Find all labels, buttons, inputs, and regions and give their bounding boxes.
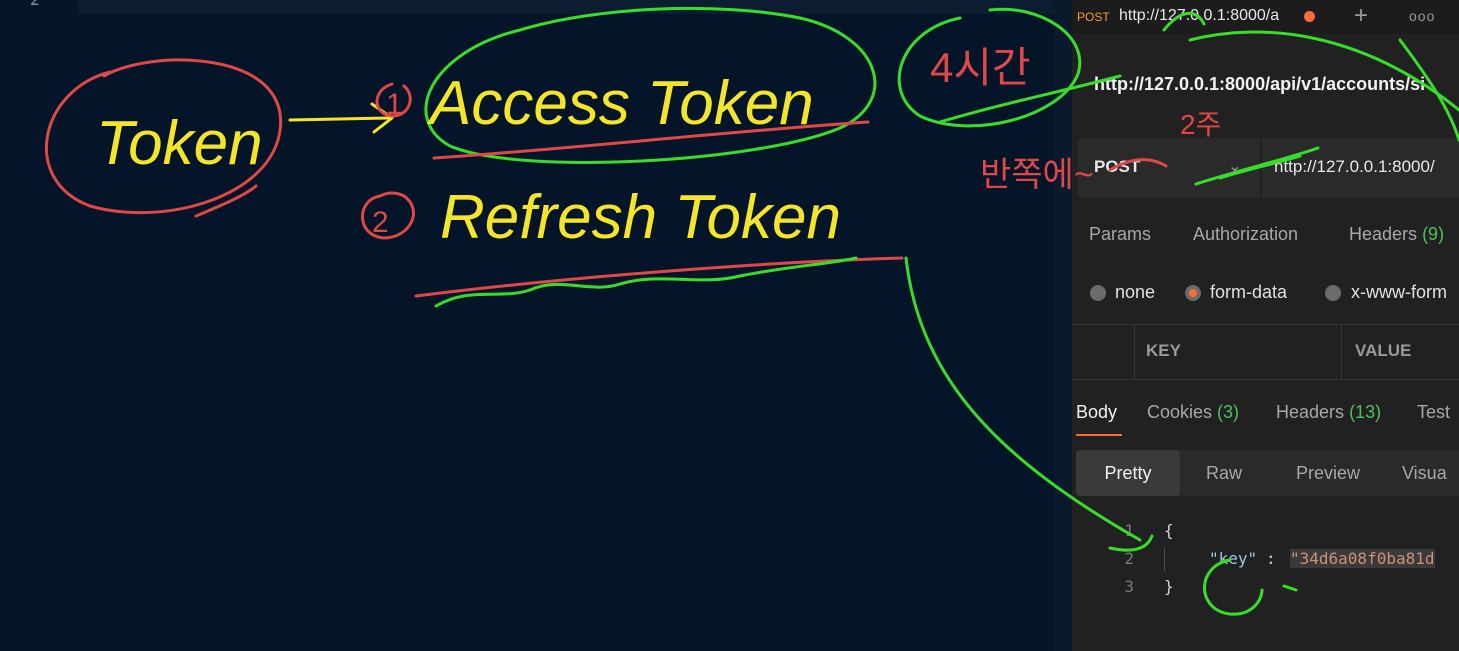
method-select[interactable]: POST	[1094, 157, 1141, 176]
unsaved-dot-icon	[1304, 11, 1315, 22]
view-preview-button[interactable]: Preview	[1295, 463, 1361, 483]
postman-panel: POST http://127.0.0.1:8000/a + ooo http:…	[1072, 0, 1459, 651]
request-tab[interactable]: POST http://127.0.0.1:8000/a	[1072, 0, 1317, 34]
json-close-brace: }	[1164, 577, 1174, 596]
tab-cookies-count: (3)	[1217, 402, 1240, 422]
radio-none-label[interactable]: none	[1115, 282, 1156, 302]
tab-method-badge: POST	[1077, 10, 1110, 24]
pane-divider[interactable]	[1054, 0, 1072, 651]
json-colon: :	[1266, 549, 1276, 568]
tab-headers-count: (9)	[1422, 224, 1445, 244]
url-separator	[1260, 138, 1262, 198]
active-tab-underline	[1076, 434, 1122, 436]
value-column-header: VALUE	[1355, 341, 1412, 360]
request-title[interactable]: http://127.0.0.1:8000/api/v1/accounts/si	[1094, 74, 1426, 94]
line-number: 1	[1124, 521, 1134, 540]
tab-params[interactable]: Params	[1089, 224, 1152, 244]
url-bar: POST ⌄ http://127.0.0.1:8000/	[1078, 138, 1459, 198]
json-open-brace: {	[1164, 521, 1174, 540]
tab-response-headers-count: (13)	[1349, 402, 1382, 422]
tab-authorization[interactable]: Authorization	[1193, 224, 1299, 244]
table-column-separator	[1134, 325, 1135, 379]
tab-body[interactable]: Body	[1076, 402, 1118, 422]
key-column-header: KEY	[1146, 341, 1181, 360]
tab-cookies-label: Cookies	[1147, 402, 1213, 422]
json-token-value[interactable]: "34d6a08f0ba81d	[1290, 549, 1435, 568]
radio-form-data[interactable]	[1185, 285, 1201, 301]
json-key: "key"	[1209, 549, 1258, 568]
tab-headers-label: Headers	[1349, 224, 1418, 244]
view-pretty-button[interactable]: Pretty	[1076, 450, 1180, 496]
line-number: 2	[1124, 549, 1134, 568]
request-tab-bar: POST http://127.0.0.1:8000/a + ooo	[1072, 0, 1459, 34]
radio-form-data-label[interactable]: form-data	[1210, 282, 1288, 302]
editor-line-number: 2	[30, 0, 40, 9]
more-tabs-icon[interactable]: ooo	[1409, 8, 1436, 24]
radio-none[interactable]	[1090, 285, 1106, 301]
tab-response-headers[interactable]: Headers (13)	[1276, 402, 1381, 423]
radio-urlencoded[interactable]	[1325, 285, 1341, 301]
form-data-table: KEY VALUE	[1072, 324, 1459, 380]
table-column-separator[interactable]	[1341, 325, 1342, 379]
tab-response-headers-label: Headers	[1276, 402, 1345, 422]
tab-url: http://127.0.0.1:8000/a	[1119, 7, 1280, 24]
tab-cookies[interactable]: Cookies (3)	[1147, 402, 1239, 423]
editor-canvas: 2	[30, 0, 1054, 14]
request-tabs: Params Authorization Headers (9)	[1072, 224, 1459, 252]
response-tabs: Body Cookies (3) Headers (13) Test	[1072, 400, 1459, 440]
body-type-options: none form-data x-www-form	[1072, 280, 1459, 310]
view-raw-button[interactable]: Raw	[1205, 463, 1242, 483]
tab-headers[interactable]: Headers (9)	[1349, 224, 1444, 245]
response-body-code: 1 2 3 { "key" : "34d6a08f0ba81d }	[1072, 515, 1459, 615]
url-input[interactable]: http://127.0.0.1:8000/	[1274, 157, 1435, 176]
editor-current-line	[78, 0, 1054, 14]
view-visualize-button[interactable]: Visua	[1402, 463, 1447, 483]
chevron-down-icon[interactable]: ⌄	[1228, 158, 1242, 175]
tab-tests[interactable]: Test	[1417, 402, 1451, 422]
new-tab-button[interactable]: +	[1354, 2, 1369, 29]
line-number: 3	[1124, 577, 1134, 596]
radio-urlencoded-label[interactable]: x-www-form	[1351, 282, 1447, 302]
indent-guide	[1164, 547, 1165, 571]
response-view-modes: Pretty Raw Preview Visua	[1076, 450, 1459, 496]
